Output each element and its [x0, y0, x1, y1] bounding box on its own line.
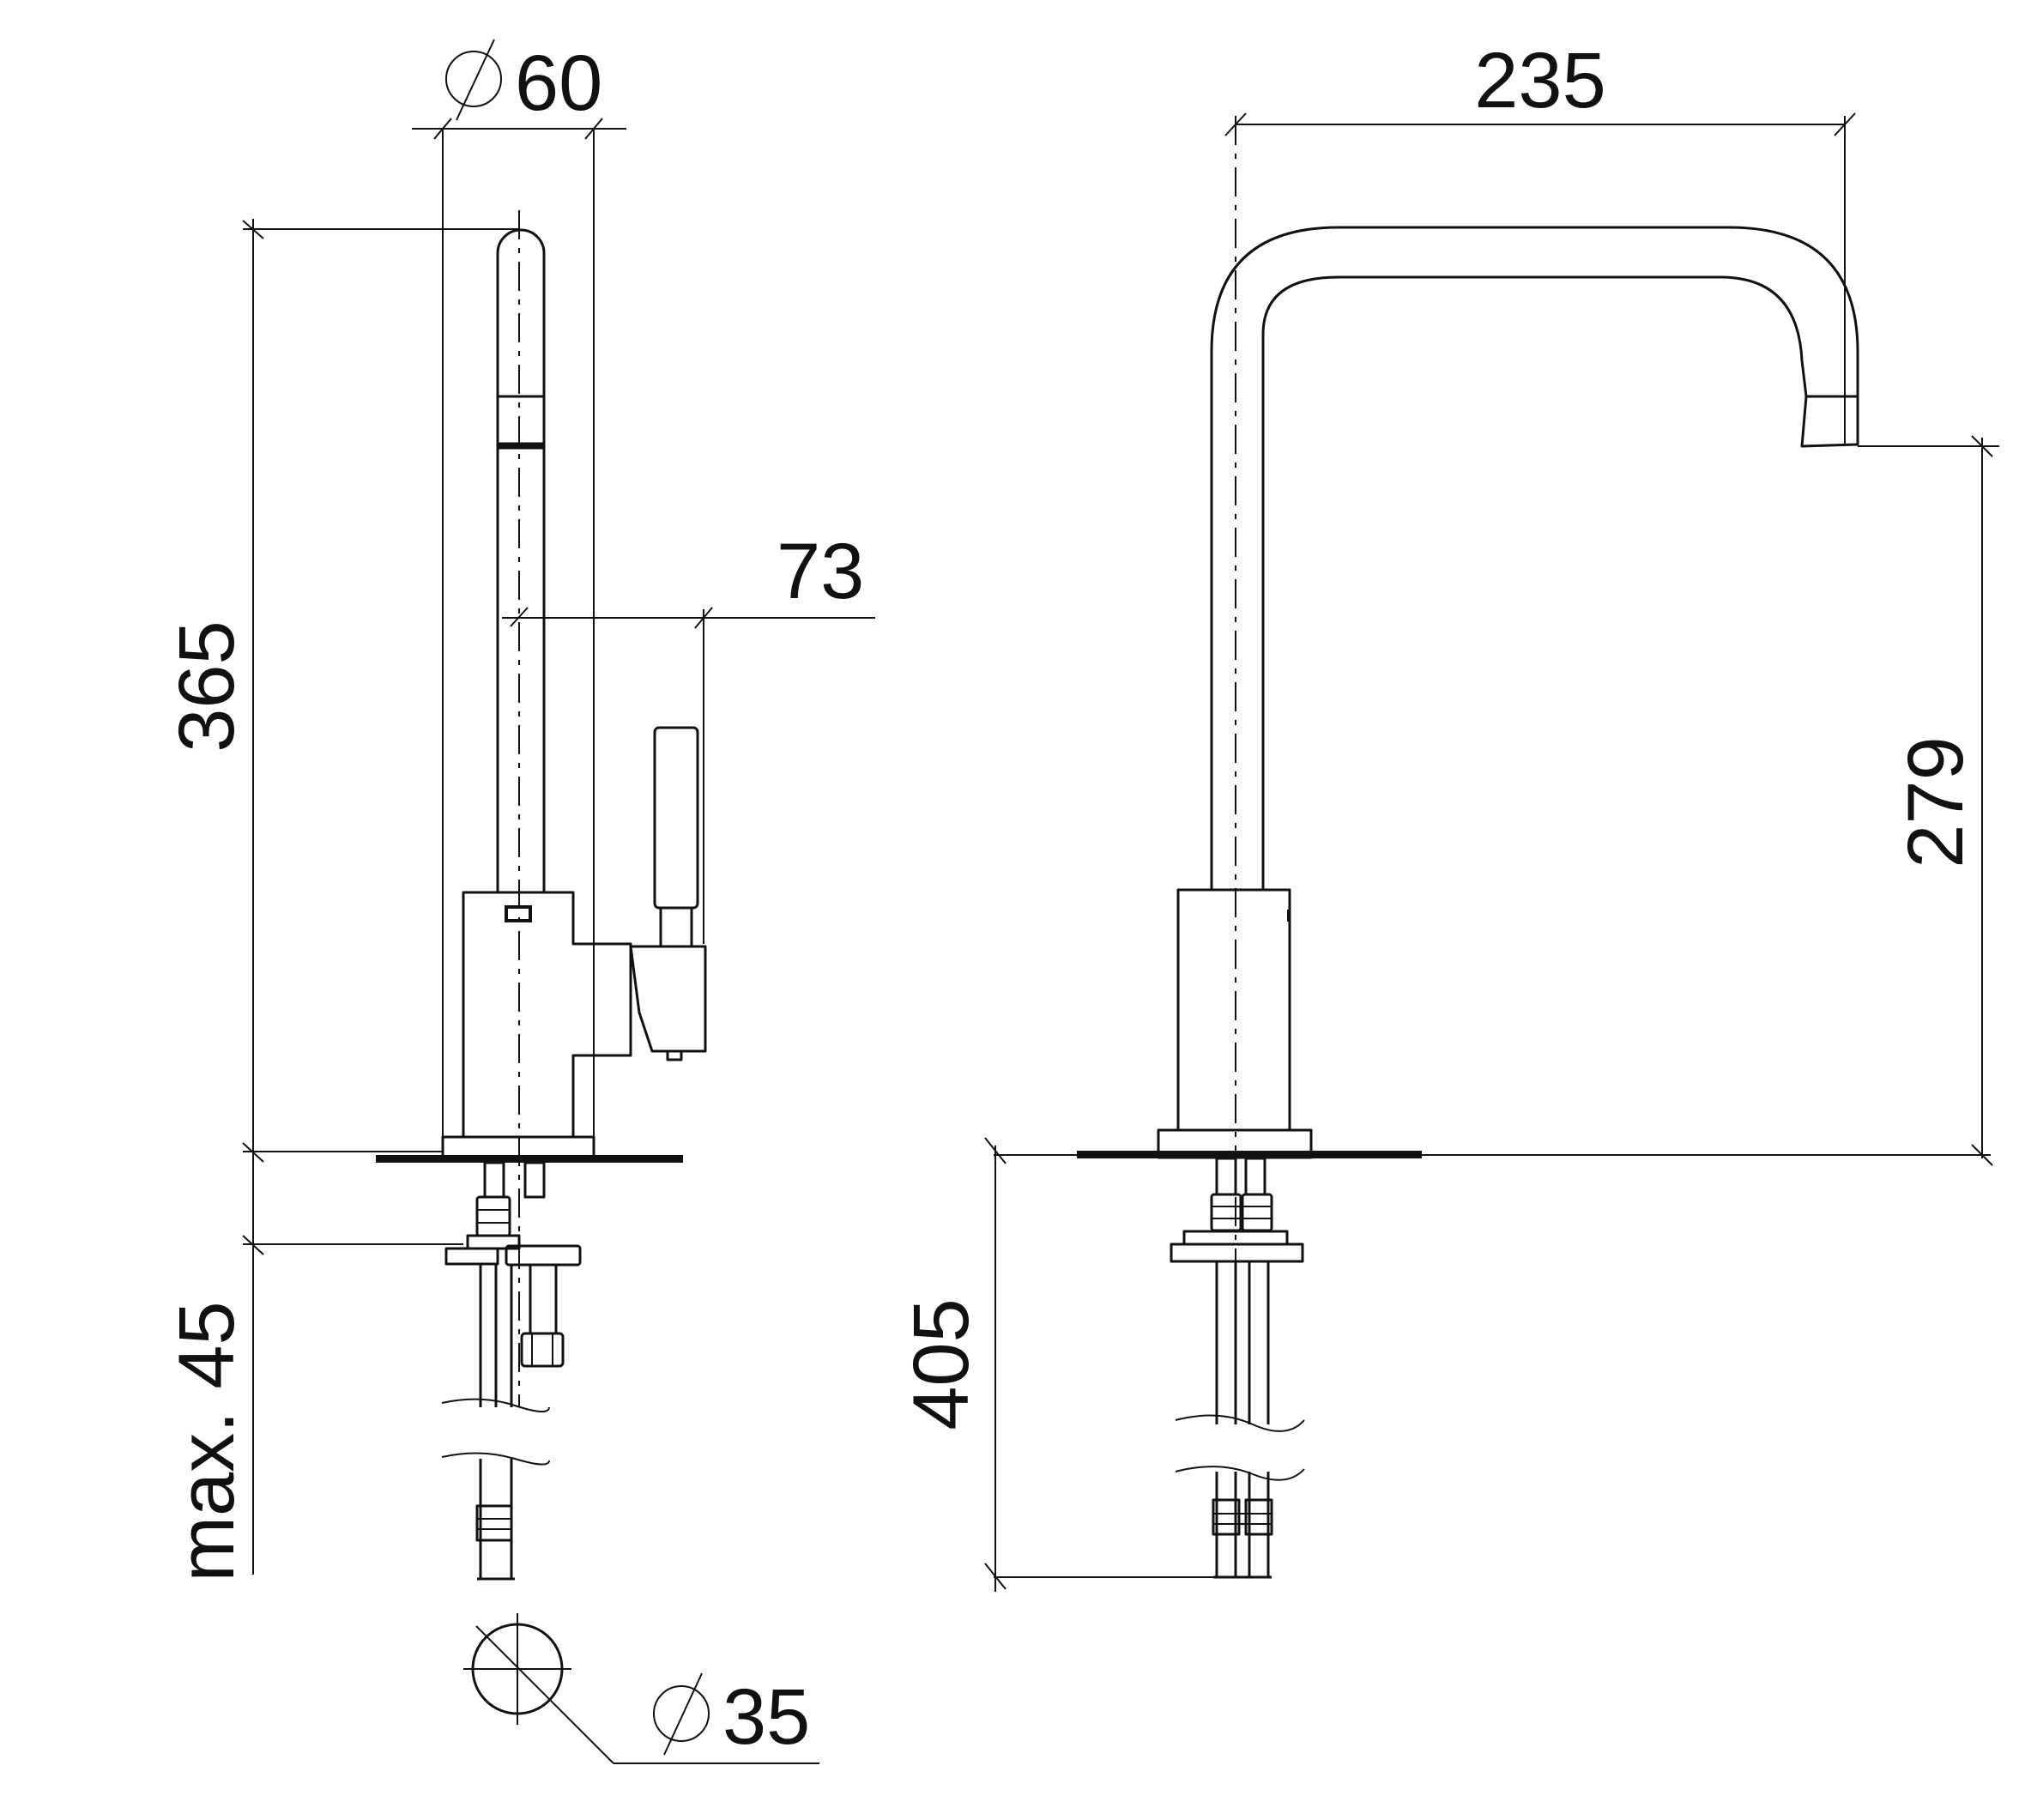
- side-supply-hoses: [441, 1161, 582, 1581]
- front-deck-plate: [1077, 1151, 1422, 1158]
- side-lever-stem: [659, 906, 693, 948]
- front-spout-inner: [1261, 275, 1808, 890]
- front-view: 235 279 405: [898, 37, 1999, 1592]
- side-deck-plate: [376, 1155, 683, 1163]
- dim-max-deck: max. 45: [163, 1235, 463, 1582]
- dim-text-279: 279: [1892, 736, 1980, 868]
- front-supply-hoses: [1170, 1157, 1305, 1579]
- dim-hole-diameter: 35: [463, 1613, 819, 1764]
- dim-handle-offset: 73: [502, 528, 875, 944]
- front-spout-outlet: [1800, 395, 1859, 448]
- side-spout-tube: [496, 228, 546, 892]
- dim-base-diameter: 60: [412, 39, 626, 1137]
- side-mixer-body: [462, 891, 632, 1139]
- dim-spout-height: 279: [1422, 435, 1999, 1166]
- side-lever-grip: [653, 726, 699, 910]
- side-lever-base: [629, 945, 707, 1053]
- dim-total-height: 365: [163, 219, 519, 1575]
- diameter-symbol-35: [653, 1685, 710, 1742]
- dim-text-max45: max. 45: [163, 1301, 251, 1581]
- dim-hose-length: 405: [898, 1137, 1213, 1592]
- side-view: 60 73 365 max. 45: [163, 39, 875, 1764]
- side-aerator-band: [496, 395, 546, 450]
- dim-text-365: 365: [163, 620, 251, 753]
- dim-text-35: 35: [722, 1673, 810, 1761]
- dim-text-60: 60: [515, 39, 602, 127]
- front-spout-outer: [1210, 226, 1859, 890]
- dim-text-235: 235: [1474, 37, 1606, 124]
- dim-text-405: 405: [898, 1298, 985, 1430]
- dim-spout-reach: 235: [1224, 37, 1856, 446]
- diameter-symbol-60: [445, 51, 502, 107]
- dim-text-73: 73: [777, 528, 864, 615]
- front-mixer-body: [1176, 888, 1291, 1132]
